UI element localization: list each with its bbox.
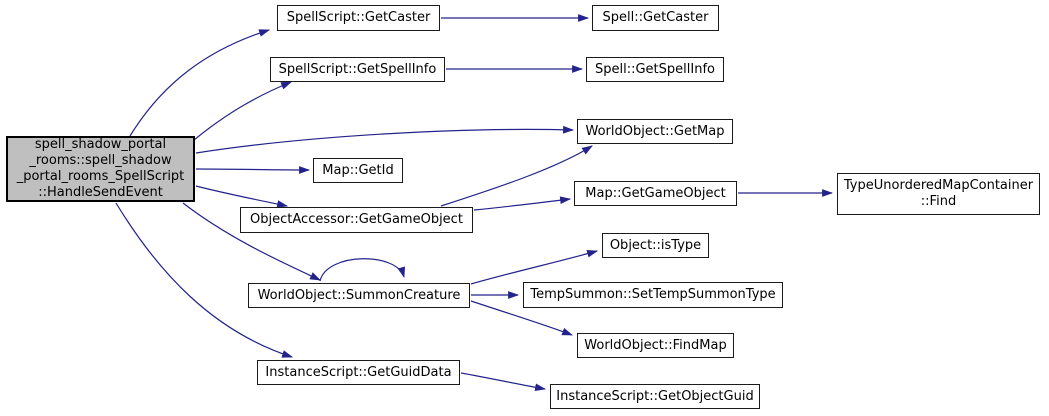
edge-objectaccessor-getgameobject--worldobject-getmap (440, 145, 593, 207)
node-objectaccessor-getgameobject[interactable]: ObjectAccessor::GetGameObject (240, 207, 473, 233)
edge-main--map-getid (195, 166, 311, 174)
node-worldobject-findmap[interactable]: WorldObject::FindMap (577, 333, 734, 358)
edge-worldobject-summoncreature--worldobject-summoncreature (319, 258, 406, 282)
edge-main--worldobject-getmap (195, 125, 575, 154)
node-worldobject-getmap[interactable]: WorldObject::GetMap (577, 119, 733, 144)
node-spell-getcaster[interactable]: Spell::GetCaster (592, 5, 719, 31)
edge-main--objectaccessor-getgameobject (195, 185, 289, 208)
node-instancescript-getguiddata[interactable]: InstanceScript::GetGuidData (257, 360, 460, 385)
edge-objectaccessor-getgameobject--map-getgameobject (473, 196, 572, 211)
node-main: spell_shadow_portal _rooms::spell_shadow… (6, 136, 195, 202)
node-tempsummon-settempsummontype[interactable]: TempSummon::SetTempSummonType (523, 282, 783, 308)
edge-instancescript-getguiddata--instancescript-getobjectguid (460, 372, 547, 392)
node-object-istype[interactable]: Object::isType (602, 233, 709, 258)
node-worldobject-summoncreature[interactable]: WorldObject::SummonCreature (248, 283, 470, 308)
node-map-getid[interactable]: Map::GetId (313, 158, 403, 183)
edge-main--spellscript-getspellinfo (193, 81, 293, 141)
node-map-getgameobject[interactable]: Map::GetGameObject (574, 181, 737, 206)
node-spellscript-getcaster[interactable]: SpellScript::GetCaster (277, 5, 440, 31)
node-spell-getspellinfo[interactable]: Spell::GetSpellInfo (586, 57, 724, 82)
node-instancescript-getobjectguid[interactable]: InstanceScript::GetObjectGuid (550, 384, 760, 409)
node-typeunorderedmapcontainer-find[interactable]: TypeUnorderedMapContainer ::Find (837, 173, 1040, 215)
edge-worldobject-summoncreature--object-istype (470, 250, 599, 285)
node-spellscript-getspellinfo[interactable]: SpellScript::GetSpellInfo (270, 57, 445, 82)
edge-main--spellscript-getcaster (129, 29, 271, 137)
